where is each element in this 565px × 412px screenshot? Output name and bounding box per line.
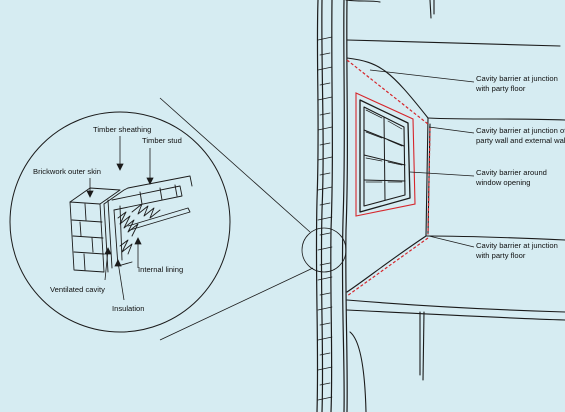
leader-lines [369, 69, 475, 248]
label-line: Cavity barrier around [476, 168, 547, 177]
label-barrier-party-floor-top: Cavity barrier at junction with party fl… [475, 74, 560, 93]
building-context [345, 0, 565, 412]
wall-hatching [317, 36, 333, 401]
label-line: Cavity barrier at junction of [476, 126, 565, 135]
cavity-barrier-window [355, 92, 416, 217]
label-barrier-window: Cavity barrier around window opening [475, 168, 549, 187]
label-line: window opening [475, 178, 530, 187]
zoom-connector-top [159, 97, 311, 233]
zoom-connector-bottom [159, 267, 314, 341]
external-wall [315, 0, 348, 412]
label-line: with party floor [475, 84, 526, 93]
label-brickwork-outer-skin: Brickwork outer skin [33, 167, 101, 176]
cavity-barrier-party-floor-top [346, 59, 429, 125]
label-timber-sheathing: Timber sheathing [93, 125, 151, 134]
label-barrier-party-wall: Cavity barrier at junction of party wall… [476, 126, 565, 145]
label-barrier-party-floor-bottom: Cavity barrier at junction with party fl… [475, 241, 560, 260]
label-timber-stud: Timber stud [142, 136, 182, 145]
label-line: Cavity barrier at junction [476, 241, 558, 250]
cavity-barrier-party-floor-bottom [346, 237, 429, 297]
label-ventilated-cavity: Ventilated cavity [50, 285, 105, 294]
window[interactable] [359, 99, 411, 213]
label-line: party wall and external wall [476, 136, 565, 145]
label-line: with party floor [475, 251, 526, 260]
zoom-target-circle [301, 227, 347, 273]
label-insulation: Insulation [112, 304, 145, 313]
detail-circle [9, 111, 231, 333]
magnifier [9, 97, 347, 341]
detail-arrows [86, 136, 154, 301]
label-internal-lining: Internal lining [138, 265, 183, 274]
cavity-barrier-party-wall [427, 127, 431, 235]
label-line: Cavity barrier at junction [476, 74, 558, 83]
